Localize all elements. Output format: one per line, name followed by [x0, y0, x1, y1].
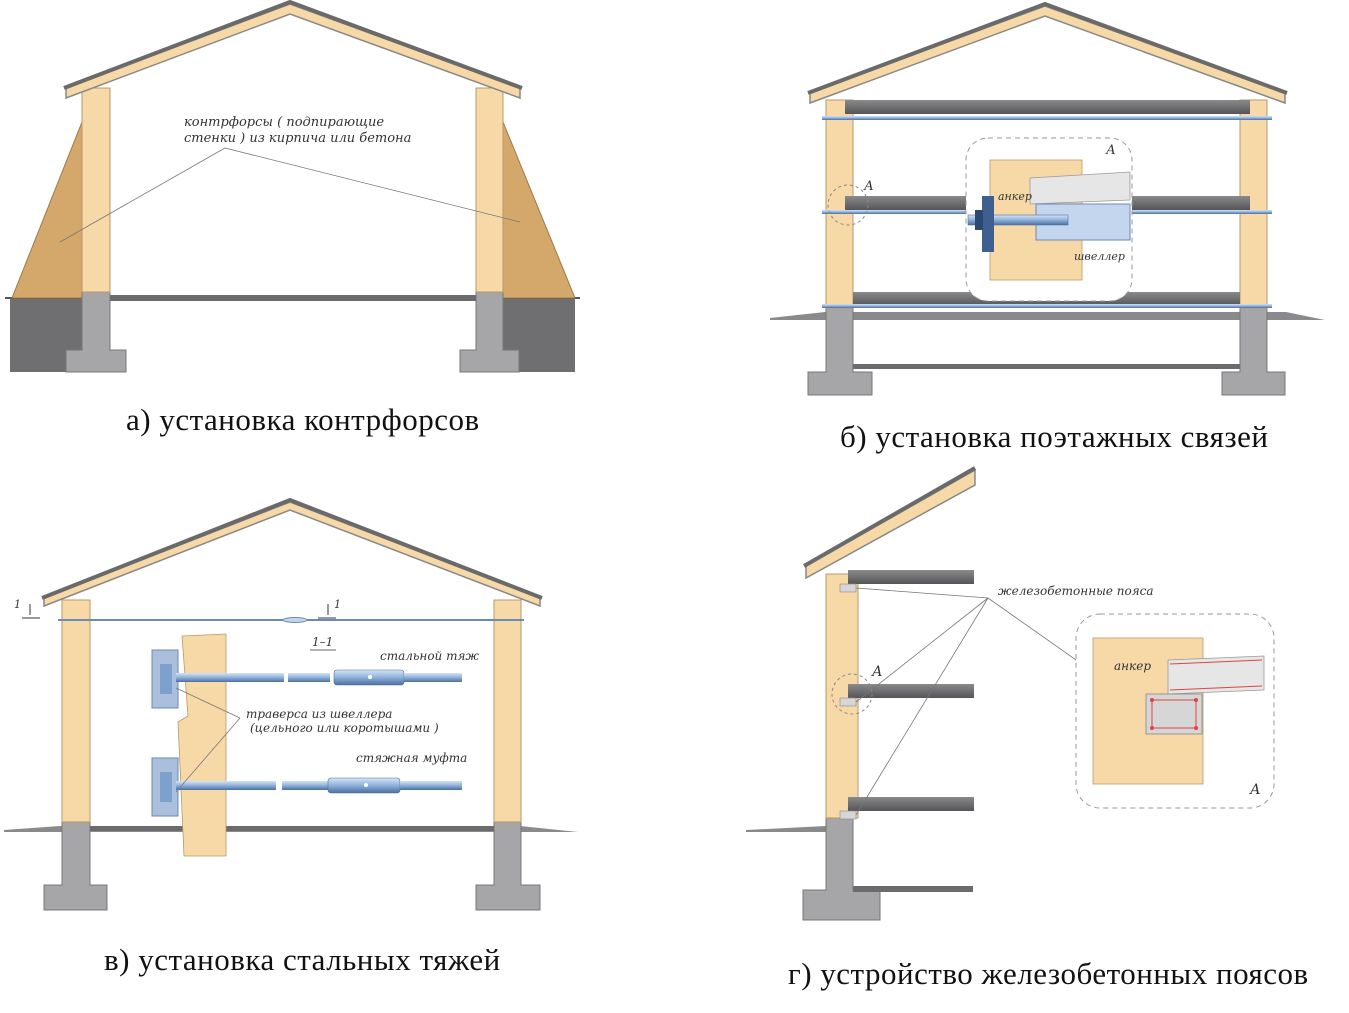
- detail-mark: А: [863, 179, 874, 194]
- anchor-label: анкер: [1114, 659, 1151, 673]
- traverse-label-line1: траверса из швеллера: [246, 707, 392, 721]
- slab-middle: [848, 684, 974, 698]
- caption-panel-a: а) установка контрфорсов: [126, 402, 480, 437]
- slab-top: [845, 100, 1250, 114]
- panel-d-rc-belts: железобетонные пояса А анкер А: [746, 466, 1275, 921]
- tie-rod-top: [822, 116, 1272, 120]
- roof: [809, 5, 1286, 105]
- slab-bottom: [848, 797, 974, 811]
- panel-a-buttresses: контрфорсы ( подпирающие стенки ) из кир…: [5, 0, 580, 373]
- roof: [43, 501, 541, 608]
- panel-b-floor-ties: А анкер швеллер А: [770, 1, 1325, 396]
- foundation-left: [807, 307, 873, 396]
- detail-mark-inset: А: [1105, 143, 1116, 158]
- belts-label: железобетонные пояса: [998, 584, 1154, 598]
- section-mark-left: 1: [14, 598, 21, 611]
- detail-mark-inset: А: [1249, 782, 1261, 798]
- foundation: [802, 817, 881, 921]
- panel-c-steel-rods: 1 1 1–1 стальной тяж стяжная муфта траве…: [4, 497, 578, 911]
- buttress-right: [502, 121, 576, 299]
- caption-panel-b: б) установка поэтажных связей: [840, 419, 1269, 454]
- wall-right: [493, 599, 522, 823]
- buttress-left: [11, 121, 83, 299]
- rod-label: стальной тяж: [380, 649, 479, 663]
- wall-left: [81, 87, 111, 293]
- detail-callout-circle: [831, 673, 873, 715]
- roof: [805, 468, 976, 580]
- channel-label: швеллер: [1074, 250, 1125, 263]
- section-mark-right: 1: [334, 598, 341, 611]
- buttress-label-line2: стенки ) из кирпича или бетона: [184, 131, 411, 146]
- coupling-label: стяжная муфта: [356, 751, 467, 765]
- wall-right: [475, 87, 504, 293]
- caption-panel-c: в) установка стальных тяжей: [104, 942, 501, 977]
- foundation-right: [475, 821, 541, 911]
- slab-top: [848, 570, 974, 584]
- wall-left: [61, 599, 91, 823]
- traverse-label-line2: (цельного или коротышами ): [250, 721, 439, 735]
- anchor-label: анкер: [998, 190, 1032, 203]
- tie-rod-bottom: [822, 304, 1272, 308]
- detail-mark: А: [871, 664, 883, 680]
- foundation-right: [1221, 307, 1286, 396]
- foundation-right: [459, 291, 520, 373]
- detail-callout-circle: [827, 184, 869, 226]
- section-title: 1–1: [312, 635, 333, 649]
- foundation-left: [65, 291, 127, 373]
- caption-panel-d: г) устройство железобетонных поясов: [788, 956, 1309, 991]
- roof: [65, 3, 521, 100]
- buttress-label-line1: контрфорсы ( подпирающие: [184, 115, 384, 130]
- foundation-left: [43, 821, 108, 911]
- floor-slab: [110, 295, 476, 301]
